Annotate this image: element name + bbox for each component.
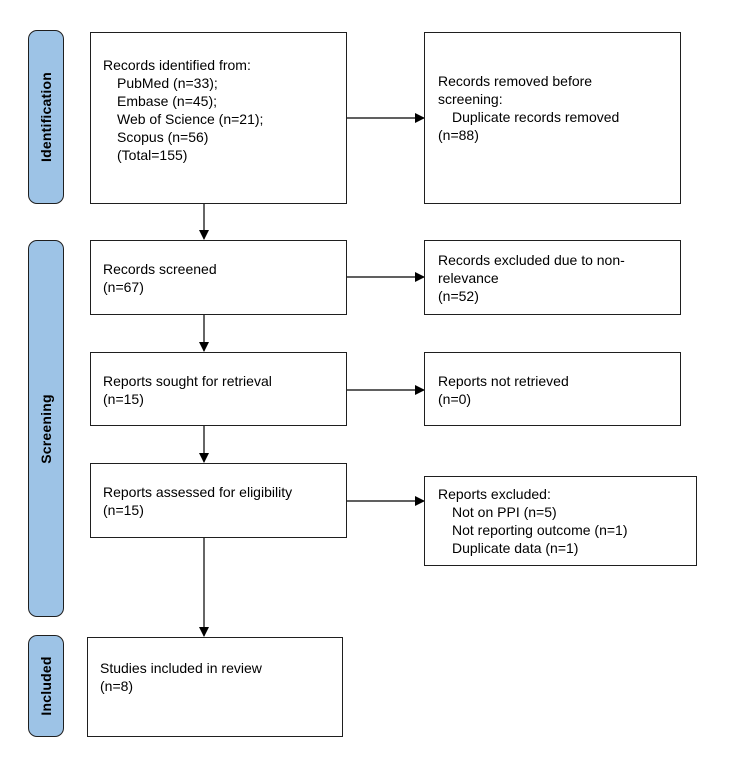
reports-excluded-title: Reports excluded: <box>438 486 551 502</box>
source-web-of-science: Web of Science (n=21); <box>117 111 264 127</box>
reports-sought-box: Reports sought for retrieval (n=15) <box>90 352 347 426</box>
records-removed-box: Records removed before screening: Duplic… <box>424 32 681 204</box>
reports-not-retrieved-count: (n=0) <box>438 391 472 407</box>
records-removed-line2: screening: <box>438 91 503 107</box>
reports-assessed-title: Reports assessed for eligibility <box>103 484 293 500</box>
reports-excluded-box: Reports excluded: Not on PPI (n=5) Not r… <box>424 476 697 566</box>
records-identified-box: Records identified from: PubMed (n=33); … <box>90 32 347 204</box>
studies-included-box: Studies included in review (n=8) <box>87 637 343 737</box>
records-excluded-count: (n=52) <box>438 288 479 304</box>
source-pubmed: PubMed (n=33); <box>117 75 218 91</box>
reports-not-retrieved-title: Reports not retrieved <box>438 373 569 389</box>
records-excluded-line2: relevance <box>438 270 499 286</box>
records-excluded-title: Records excluded due to non- <box>438 252 625 268</box>
records-screened-box: Records screened (n=67) <box>90 240 347 315</box>
reports-sought-count: (n=15) <box>103 391 144 407</box>
source-embase: Embase (n=45); <box>117 93 217 109</box>
reports-assessed-box: Reports assessed for eligibility (n=15) <box>90 463 347 538</box>
records-identified-title: Records identified from: <box>103 57 251 73</box>
phase-identification: Identification <box>28 30 64 204</box>
phase-included: Included <box>28 635 64 737</box>
reports-excluded-reason-duplicate: Duplicate data (n=1) <box>452 540 579 556</box>
records-screened-count: (n=67) <box>103 279 144 295</box>
records-screened-title: Records screened <box>103 261 217 277</box>
records-identified-total: (Total=155) <box>117 147 188 163</box>
reports-sought-title: Reports sought for retrieval <box>103 373 272 389</box>
studies-included-title: Studies included in review <box>100 660 262 676</box>
records-removed-title: Records removed before <box>438 73 593 89</box>
studies-included-count: (n=8) <box>100 678 134 694</box>
records-excluded-box: Records excluded due to non- relevance (… <box>424 240 681 315</box>
reports-not-retrieved-box: Reports not retrieved (n=0) <box>424 352 681 426</box>
records-removed-count: (n=88) <box>438 127 479 143</box>
phase-screening: Screening <box>28 240 64 617</box>
records-removed-detail: Duplicate records removed <box>452 109 620 125</box>
reports-excluded-reason-outcome: Not reporting outcome (n=1) <box>452 522 628 538</box>
reports-excluded-reason-ppi: Not on PPI (n=5) <box>452 504 557 520</box>
source-scopus: Scopus (n=56) <box>117 129 209 145</box>
reports-assessed-count: (n=15) <box>103 502 144 518</box>
